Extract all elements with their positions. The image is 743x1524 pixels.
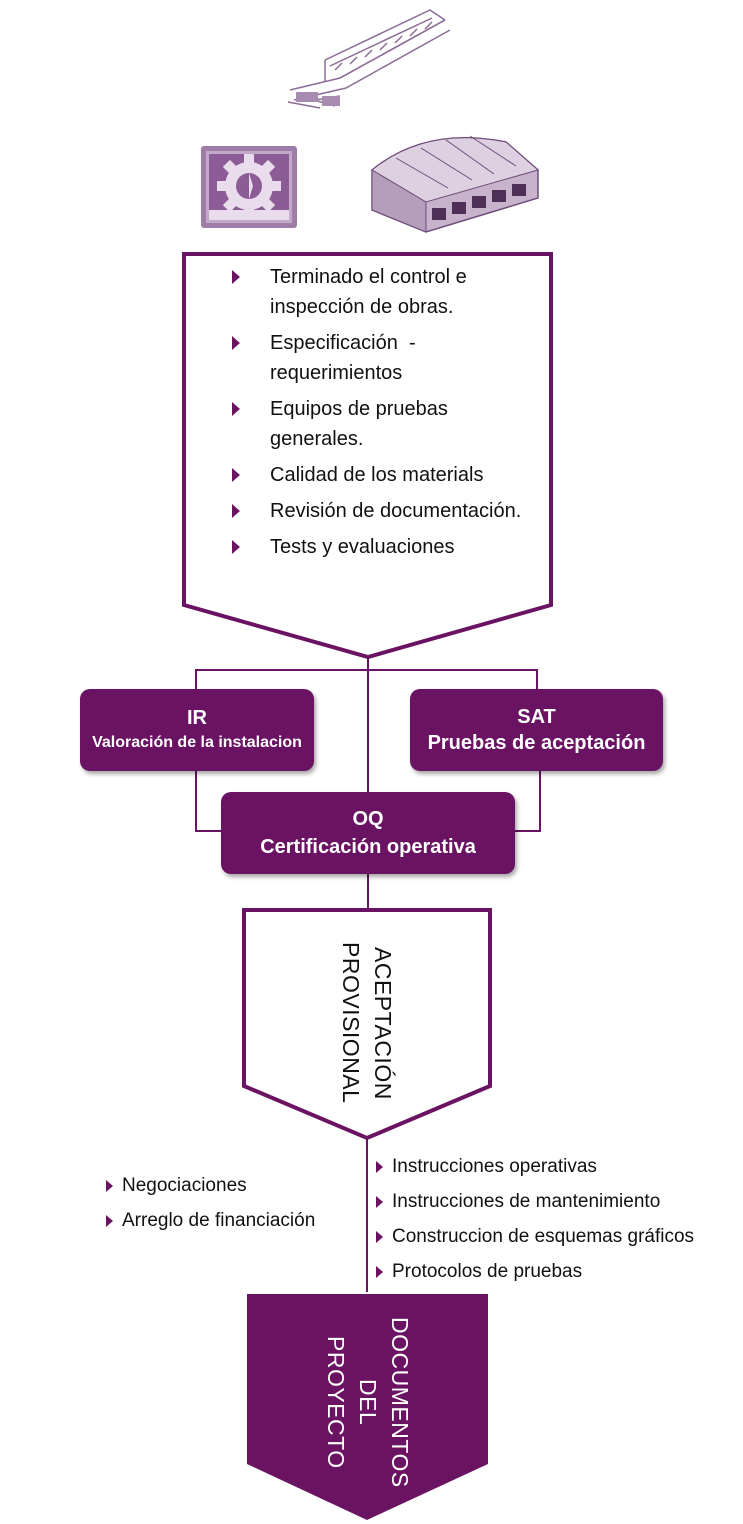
list-item: Especificación - requerimientos — [232, 328, 532, 388]
list-item: Equipos de pruebas generales. — [232, 394, 532, 454]
provisional-stage-shape — [242, 908, 492, 1141]
list-item: Tests y evaluaciones — [232, 532, 532, 562]
list-item: Arreglo de financiación — [106, 1209, 366, 1233]
conveyor-structure-icon — [287, 9, 451, 109]
bullet-arrow-icon — [376, 1196, 383, 1208]
bullet-arrow-icon — [232, 468, 240, 482]
documents-label: DOCUMENTOS DEL PROYECTO — [323, 1316, 413, 1488]
connector-ir-return — [195, 770, 222, 832]
ir-subtitle: Valoración de la instalacion — [92, 734, 302, 751]
bullet-arrow-icon — [376, 1161, 383, 1173]
list-item: Construccion de esquemas gráficos — [376, 1225, 741, 1249]
negotiation-list: Negociaciones Arreglo de financiación — [106, 1174, 366, 1244]
bullet-arrow-icon — [232, 336, 240, 350]
connector-sat-return — [514, 770, 541, 832]
bullet-arrow-icon — [376, 1231, 383, 1243]
bullet-arrow-icon — [376, 1266, 383, 1278]
ir-box: IR Valoración de la instalacion — [80, 689, 314, 771]
sat-title: SAT — [517, 706, 556, 728]
bullet-arrow-icon — [106, 1180, 113, 1192]
list-item: Instrucciones operativas — [376, 1155, 741, 1179]
industrial-building-icon — [371, 135, 540, 233]
documents-stage-shape — [247, 1294, 488, 1520]
list-item: Protocolos de pruebas — [376, 1260, 741, 1284]
list-item: Instrucciones de mantenimiento — [376, 1190, 741, 1214]
provisional-label: ACEPTACIÓN PROVISIONAL — [338, 942, 396, 1104]
gear-settings-icon — [201, 146, 297, 228]
bullet-arrow-icon — [106, 1215, 113, 1227]
bullet-arrow-icon — [232, 504, 240, 518]
oq-title: OQ — [352, 808, 384, 830]
ir-title: IR — [187, 707, 207, 729]
oq-subtitle: Certificación operativa — [260, 836, 476, 858]
documentation-list: Instrucciones operativas Instrucciones d… — [376, 1155, 741, 1295]
sat-box: SAT Pruebas de aceptación — [410, 689, 663, 771]
oq-box: OQ Certificación operativa — [221, 792, 515, 874]
sat-subtitle: Pruebas de aceptación — [427, 732, 646, 754]
list-item: Negociaciones — [106, 1174, 366, 1198]
list-item: Terminado el control e inspección de obr… — [232, 262, 532, 322]
inspection-list: Terminado el control e inspección de obr… — [232, 262, 532, 568]
bullet-arrow-icon — [232, 270, 240, 284]
inspection-stage-shape — [182, 252, 553, 660]
bullet-arrow-icon — [232, 540, 240, 554]
list-item: Revisión de documentación. — [232, 496, 532, 526]
bullet-arrow-icon — [232, 402, 240, 416]
list-item: Calidad de los materials — [232, 460, 532, 490]
connector-branch — [195, 669, 538, 689]
